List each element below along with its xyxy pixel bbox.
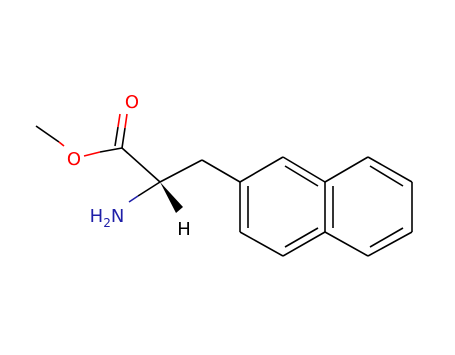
stereo-hydrogen-label: H — [177, 219, 191, 240]
bond-methyl-oxygen — [35, 125, 60, 143]
bond-carbonyl-double-2 — [114, 126, 119, 147]
bond-alpha-nitrogen-blue — [128, 195, 139, 203]
amine-nitrogen-label: H2N — [90, 206, 125, 230]
bond-carbonyl-double-1 — [121, 127, 126, 149]
bond-oxygen-carbonyl-red — [83, 151, 101, 157]
bond-carbonyl-double-2-red — [117, 113, 121, 128]
bond-methyl-oxygen-red — [58, 141, 65, 147]
bond-carbonyl-double-1-red — [124, 113, 128, 129]
bond-alpha-nitrogen — [137, 181, 161, 197]
naphthalene-right-ring — [324, 156, 413, 257]
bond-ch2-ring — [201, 159, 241, 183]
naphthalene-left-ring — [239, 156, 326, 257]
bond-oxygen-carbonyl — [99, 147, 123, 153]
wedge-bond-alpha-hydrogen — [160, 182, 183, 213]
bond-alpha-ch2 — [159, 159, 203, 183]
ester-oxygen-label: O — [67, 149, 81, 170]
bond-carbonyl-alpha — [121, 147, 161, 183]
carbonyl-oxygen-label: O — [125, 92, 139, 113]
